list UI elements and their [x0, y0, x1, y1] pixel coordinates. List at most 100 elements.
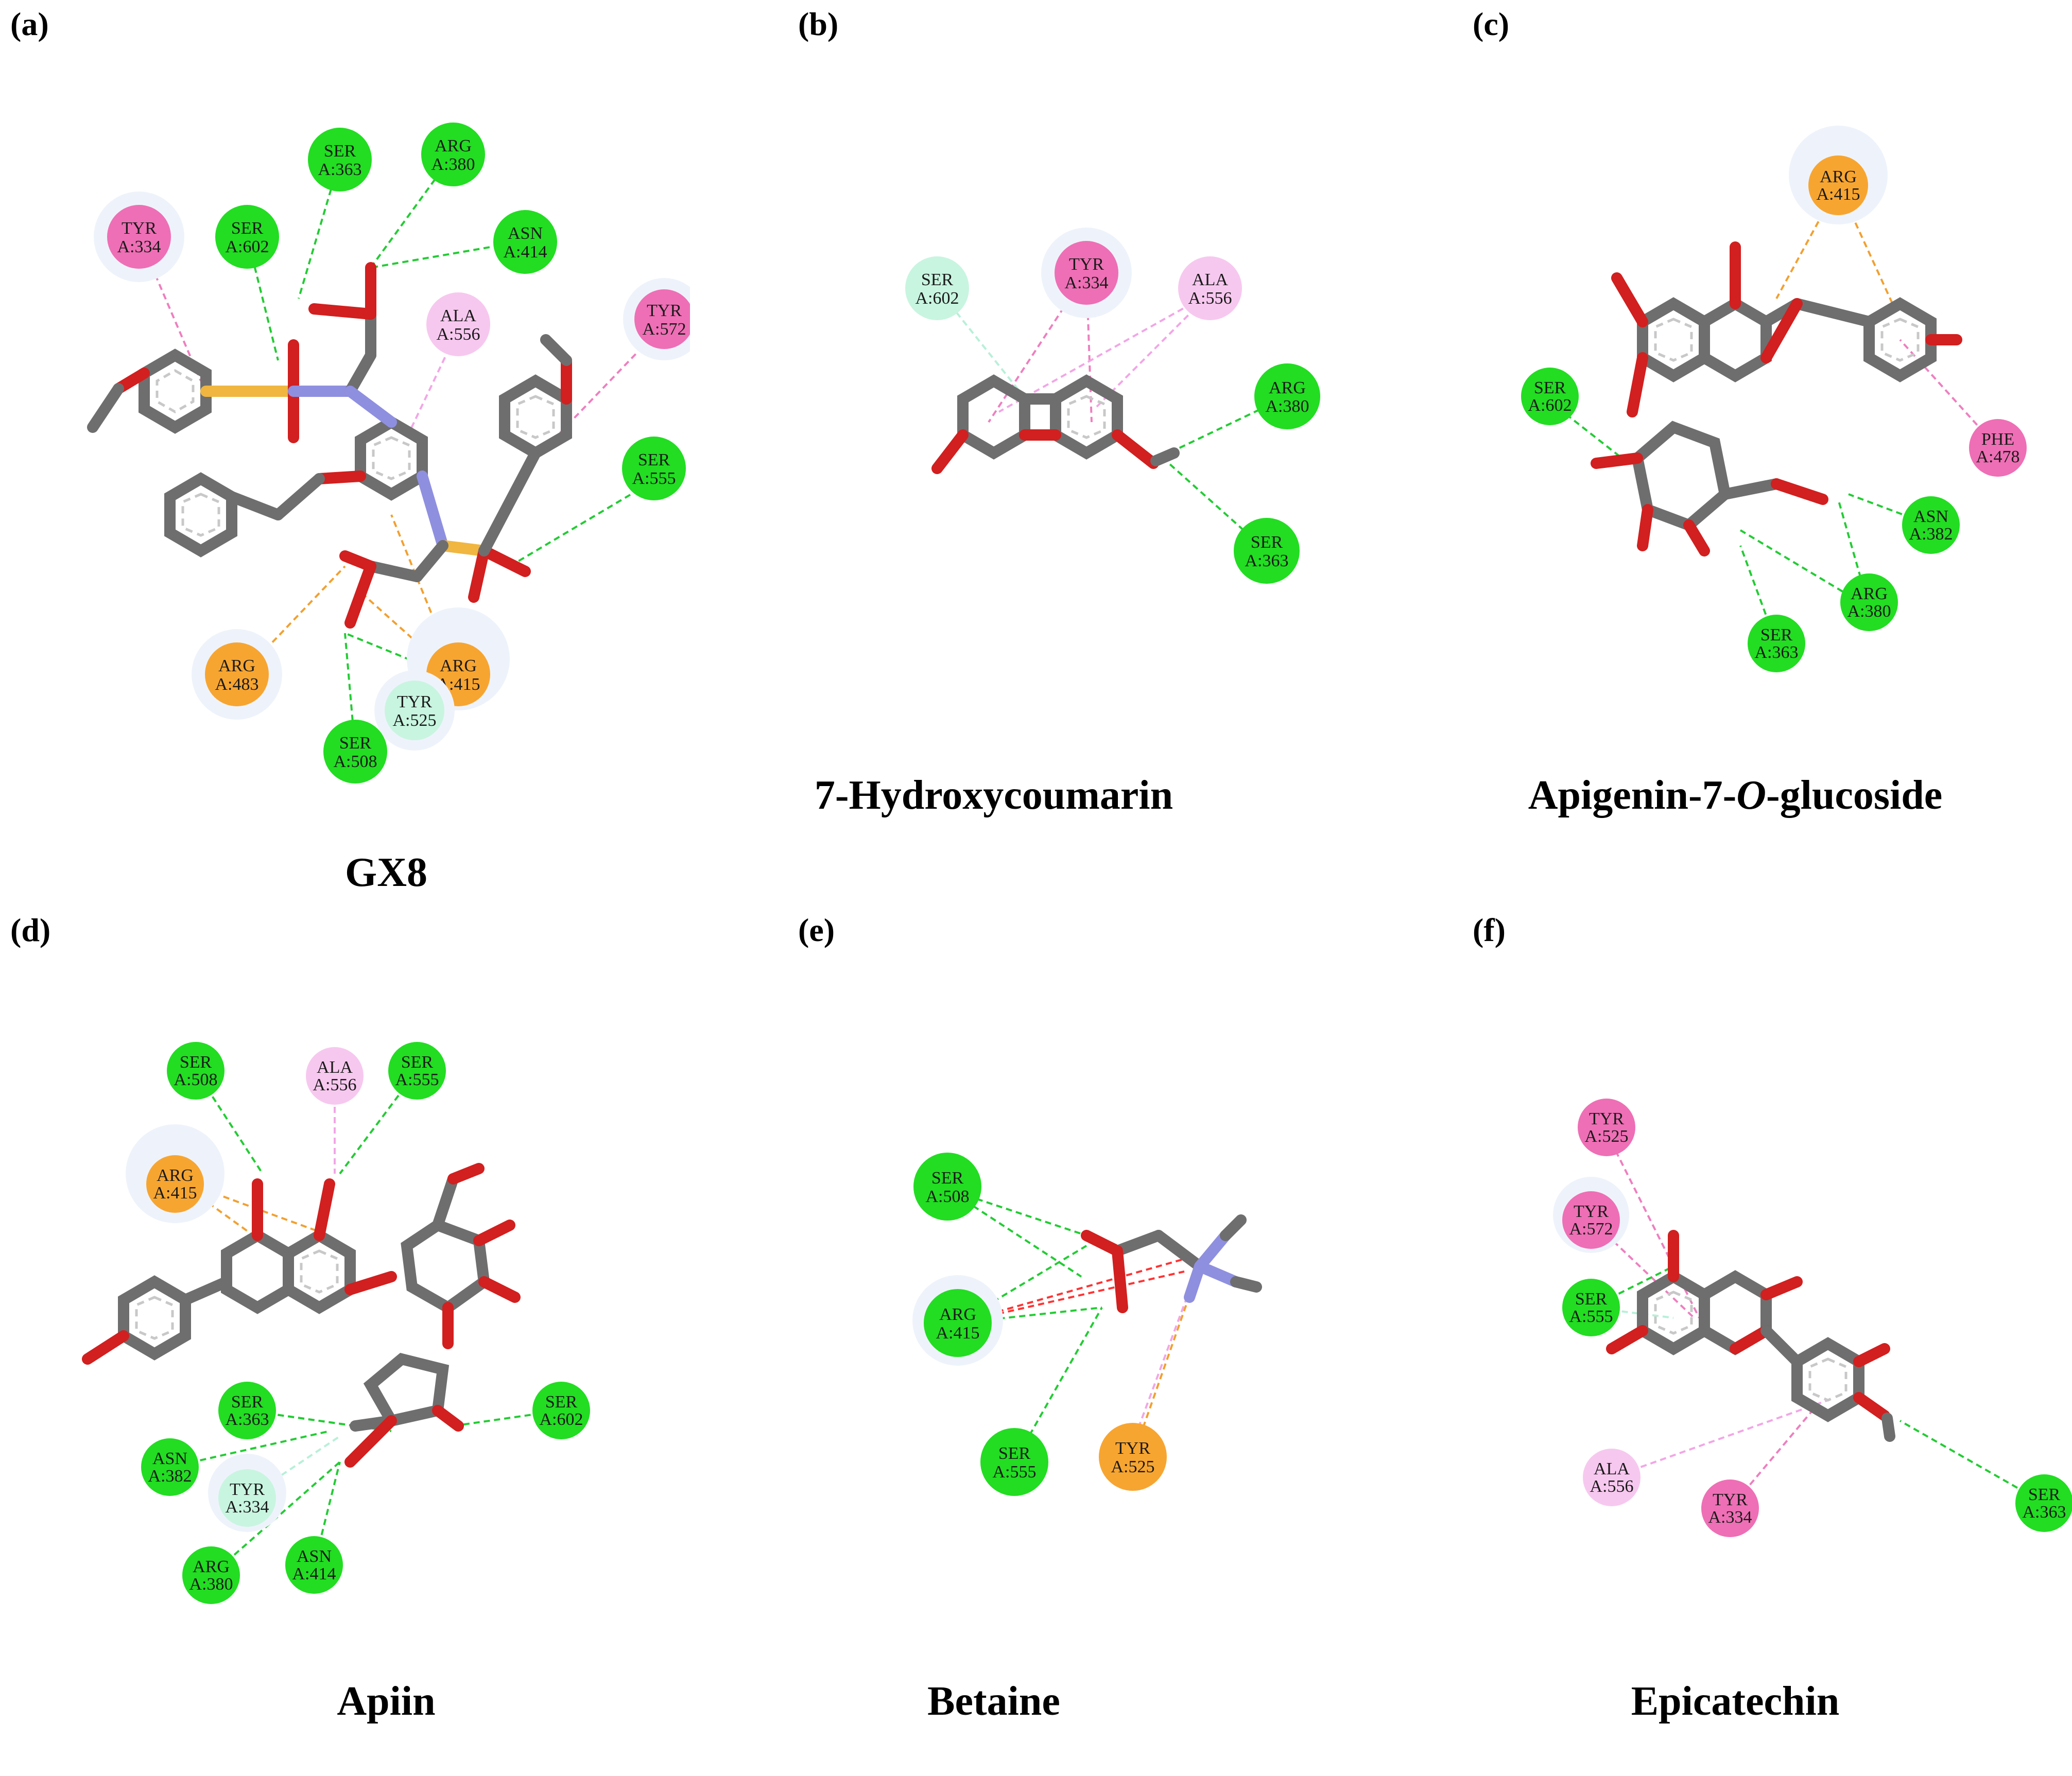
svg-text:A:556: A:556 — [313, 1075, 357, 1094]
ligand-name: GX8 — [345, 850, 427, 895]
residue-tyr-334: TYR A:334 — [1041, 228, 1132, 318]
svg-text:A:415: A:415 — [153, 1183, 197, 1203]
residue-arg-380: ARG A:380 — [1254, 363, 1320, 429]
svg-text:SER: SER — [1575, 1290, 1608, 1309]
residue-ser-602: SER A:602 — [1521, 368, 1579, 425]
svg-text:A:525: A:525 — [1585, 1127, 1629, 1146]
residue-ser-363: SER A:363 — [2015, 1474, 2072, 1532]
svg-text:ARG: ARG — [1820, 167, 1857, 186]
svg-text:TYR: TYR — [397, 692, 432, 711]
panel-c: (c) — [1385, 0, 2072, 870]
svg-text:ALA: ALA — [1594, 1459, 1630, 1478]
residue-ser-363: SER A:363 — [308, 128, 372, 191]
ligand-name: Betaine — [927, 1679, 1060, 1724]
residue-ala-556: ALA A:556 — [306, 1047, 364, 1105]
svg-text:A:572: A:572 — [1569, 1220, 1613, 1239]
panel-f: (f) TYR A:525 — [1385, 906, 2072, 1747]
svg-text:TYR: TYR — [647, 301, 682, 320]
residue-tyr-334: TYR A:334 — [208, 1454, 286, 1532]
residue-tyr-572: TYR A:572 — [1553, 1177, 1629, 1253]
svg-text:A:414: A:414 — [292, 1564, 336, 1583]
ligand-structure — [1606, 1230, 1895, 1442]
svg-text:TYR: TYR — [1574, 1202, 1609, 1221]
svg-text:A:555: A:555 — [632, 469, 676, 488]
svg-text:A:382: A:382 — [148, 1467, 192, 1486]
svg-text:SER: SER — [339, 734, 372, 753]
svg-text:A:602: A:602 — [1528, 396, 1572, 415]
svg-text:A:478: A:478 — [1976, 447, 2020, 466]
ligand-structure — [1591, 241, 1962, 556]
svg-text:SER: SER — [638, 450, 670, 469]
svg-text:ALA: ALA — [440, 306, 476, 325]
residue-arg-380: ARG A:380 — [1840, 573, 1898, 631]
panel-e: (e) SER A:508 ARG A — [690, 906, 1354, 1747]
residue-id: A:334 — [117, 237, 161, 256]
svg-text:ASN: ASN — [152, 1449, 187, 1468]
residue-name: TYR — [122, 219, 157, 238]
residue-asn-414: ASN A:414 — [493, 210, 557, 274]
svg-text:ARG: ARG — [435, 136, 472, 155]
svg-text:ASN: ASN — [297, 1547, 332, 1566]
residue-asn-414: ASN A:414 — [285, 1536, 343, 1594]
svg-text:SER: SER — [931, 1169, 964, 1188]
svg-text:TYR: TYR — [1069, 255, 1104, 274]
svg-text:A:508: A:508 — [174, 1070, 218, 1089]
svg-text:A:556: A:556 — [1590, 1477, 1634, 1496]
svg-text:SER: SER — [1251, 533, 1283, 552]
interaction-line — [390, 514, 459, 680]
svg-text:A:602: A:602 — [226, 237, 269, 256]
residue-ser-555: SER A:555 — [388, 1042, 446, 1100]
svg-text:ASN: ASN — [508, 224, 543, 243]
panel-letter: (a) — [10, 6, 49, 42]
residue-ser-363: SER A:363 — [1748, 615, 1805, 672]
residue-ser-602: SER A:602 — [532, 1382, 590, 1439]
residue-ser-508: SER A:508 — [913, 1153, 981, 1221]
panel-letter: (d) — [10, 912, 51, 948]
residue-ser-555: SER A:555 — [622, 437, 686, 500]
svg-text:ARG: ARG — [218, 656, 255, 675]
svg-text:A:555: A:555 — [395, 1070, 439, 1089]
svg-text:A:334: A:334 — [1065, 273, 1109, 292]
svg-text:A:415: A:415 — [1817, 185, 1860, 204]
svg-text:A:415: A:415 — [936, 1324, 980, 1343]
svg-text:ARG: ARG — [939, 1305, 976, 1324]
svg-text:A:363: A:363 — [2023, 1503, 2066, 1522]
svg-text:SER: SER — [1760, 625, 1793, 645]
svg-text:SER: SER — [401, 1053, 434, 1072]
svg-text:A:380: A:380 — [1266, 397, 1309, 416]
residue-arg-415: ARG A:415 — [912, 1275, 1003, 1366]
ligand-name: Apiin — [337, 1679, 436, 1724]
residue-tyr-334: TYR A:334 — [1701, 1479, 1759, 1537]
svg-text:A:525: A:525 — [393, 711, 437, 730]
svg-text:ARG: ARG — [157, 1166, 194, 1185]
svg-text:A:380: A:380 — [189, 1575, 233, 1594]
interaction-diagram: SER A:508 ARG A:415 SER A:555 TYR A:525 — [912, 1153, 1262, 1496]
svg-text:A:483: A:483 — [215, 675, 259, 694]
svg-text:A:572: A:572 — [643, 320, 686, 339]
svg-text:ARG: ARG — [1851, 584, 1888, 603]
svg-text:A:334: A:334 — [226, 1498, 269, 1517]
ligand-name: Epicatechin — [1631, 1679, 1840, 1724]
svg-text:ARG: ARG — [440, 656, 477, 675]
svg-text:A:555: A:555 — [1569, 1307, 1613, 1326]
interaction-diagram: SER A:508 ALA A:556 SER A:555 ARG A:415 … — [82, 1042, 590, 1604]
svg-text:ALA: ALA — [317, 1058, 353, 1077]
svg-text:A:556: A:556 — [1188, 289, 1232, 308]
residue-ser-602: SER A:602 — [215, 205, 279, 269]
svg-text:A:363: A:363 — [1755, 643, 1799, 662]
residue-tyr-572: TYR A:572 — [623, 278, 690, 360]
panel-letter: (e) — [798, 912, 835, 948]
svg-text:SER: SER — [2028, 1485, 2061, 1504]
svg-text:ASN: ASN — [1913, 507, 1948, 526]
residue-asn-382: ASN A:382 — [1902, 496, 1960, 554]
residue-ala-556: ALA A:556 — [426, 292, 490, 356]
residue-ser-363: SER A:363 — [218, 1382, 276, 1439]
svg-text:A:555: A:555 — [993, 1462, 1037, 1482]
interaction-diagram: SER A:602 TYR A:334 ALA A:556 ARG A:380 … — [905, 228, 1320, 584]
svg-text:A:382: A:382 — [1909, 525, 1953, 544]
residue-tyr-334: TYR A:334 — [94, 191, 184, 282]
residue-ser-508: SER A:508 — [167, 1042, 225, 1100]
residue-asn-382: ASN A:382 — [141, 1438, 199, 1496]
svg-text:A:363: A:363 — [226, 1410, 269, 1429]
panel-letter: (c) — [1473, 6, 1510, 42]
